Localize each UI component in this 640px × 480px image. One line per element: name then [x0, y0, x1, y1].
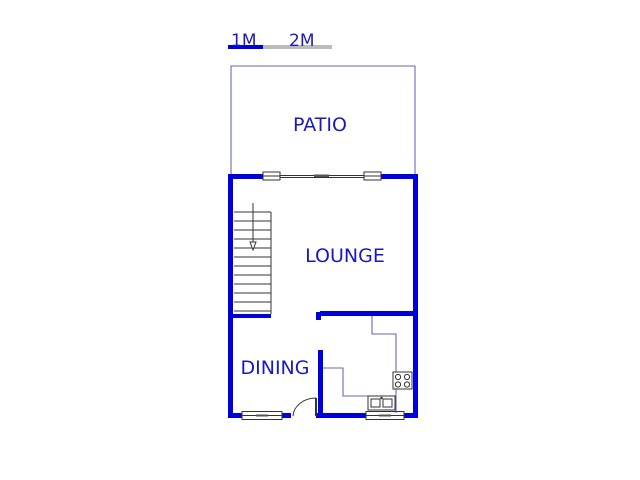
wall-lounge-kitchen [320, 311, 418, 316]
scale-label-1m: 1M [231, 31, 256, 51]
patio-outline [230, 65, 416, 176]
wall-south-mid [281, 413, 291, 418]
wall-north-right [380, 174, 418, 179]
window-south-dining [241, 411, 283, 420]
exterior-walls [228, 174, 418, 418]
wall-north-left [228, 174, 264, 179]
wall-west [228, 174, 233, 418]
room-label-dining: DINING [241, 357, 310, 379]
wall-east [413, 174, 418, 418]
wall-dining-kitchen [318, 350, 323, 416]
scale-label-2m: 2M [289, 31, 314, 51]
sink-icon [367, 395, 396, 411]
wall-south-right-a [316, 413, 366, 418]
wall-stub [316, 312, 321, 320]
staircase [234, 203, 272, 314]
window-north-left [262, 171, 281, 181]
wall-south-right-b [404, 413, 418, 418]
wall-stair-dining [233, 314, 271, 318]
entrance-door [292, 397, 317, 417]
window-south-kitchen [365, 411, 405, 420]
interior-walls [233, 311, 418, 416]
scale-bar-grey-segment [262, 45, 332, 49]
wall-south-left [228, 413, 242, 418]
scale-bar-blue-segment [228, 45, 263, 49]
scale-bar: 1M 2M [228, 31, 332, 51]
window-north-right [363, 171, 382, 181]
sliding-door-north [279, 174, 366, 178]
room-label-lounge: LOUNGE [305, 245, 385, 267]
room-label-patio: PATIO [293, 114, 347, 136]
stove-icon [392, 371, 413, 390]
